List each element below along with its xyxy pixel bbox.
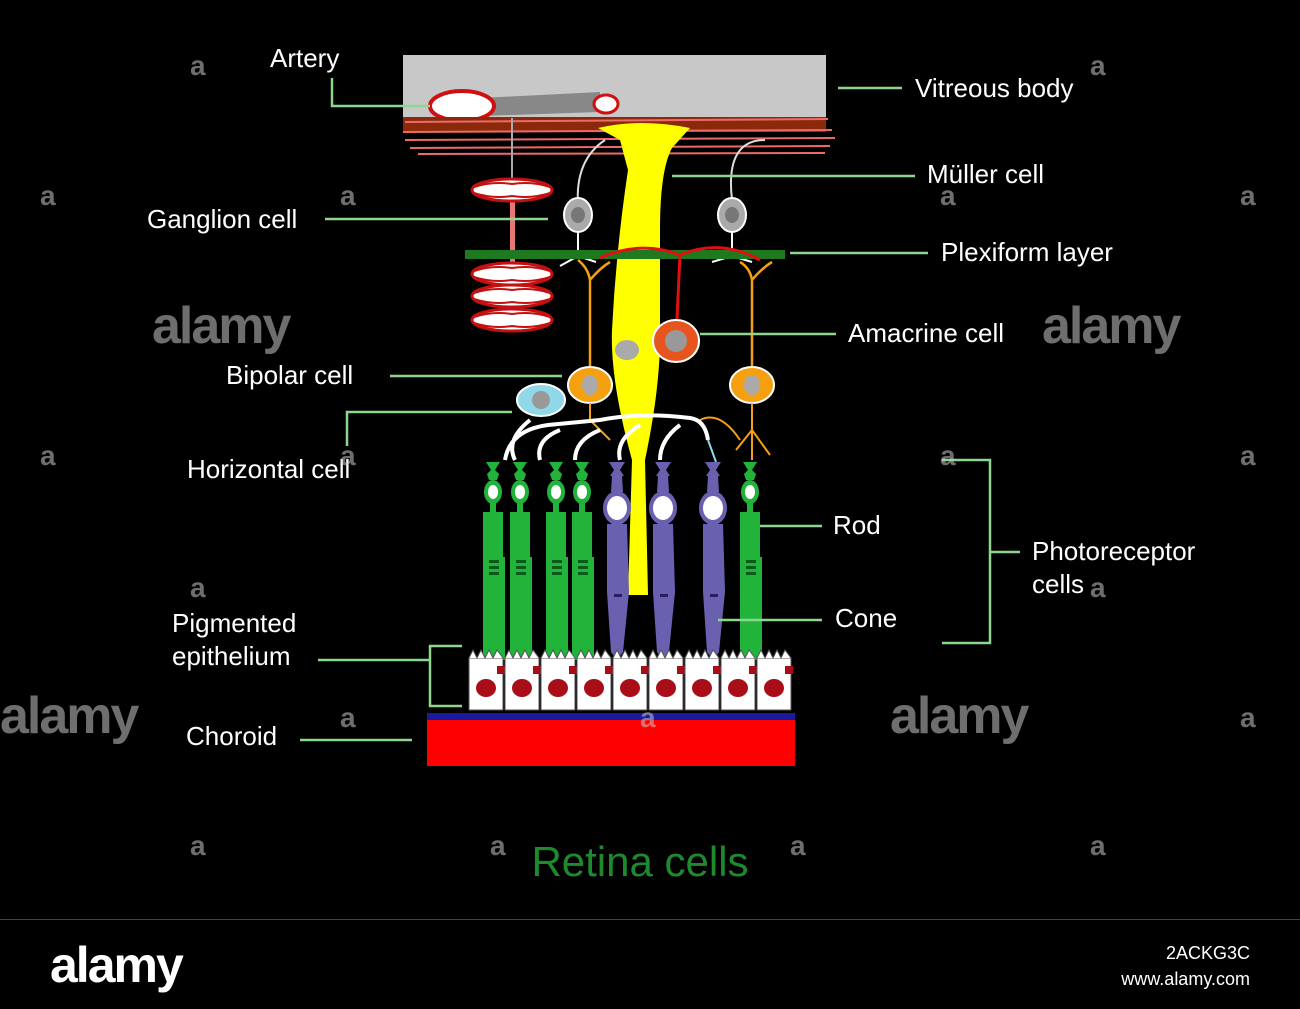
horizontal-processes <box>503 413 710 461</box>
watermark-mark: a <box>40 440 56 471</box>
watermark-mark: a <box>190 830 206 861</box>
watermark-mark: a <box>190 50 206 81</box>
watermark-mark: a <box>640 702 656 733</box>
label-choroid: Choroid <box>186 721 278 751</box>
watermark-mark: a <box>1240 440 1256 471</box>
watermark-mark: a <box>340 702 356 733</box>
watermark-mark: a <box>1090 50 1106 81</box>
watermark-mark: a <box>490 830 506 861</box>
diagram-title: Retina cells <box>531 838 749 885</box>
artery <box>428 89 496 123</box>
cone-3 <box>699 462 727 660</box>
label-amacrine-cell: Amacrine cell <box>848 318 1005 348</box>
rod-5 <box>740 462 762 660</box>
watermark-mark: a <box>940 440 956 471</box>
watermark: alamy <box>152 297 291 355</box>
label-artery: Artery <box>270 43 340 73</box>
footer-image-info: 2ACKG3C www.alamy.com <box>1121 940 1250 992</box>
rod-1 <box>483 462 505 660</box>
label-horizontal-cell: Horizontal cell <box>187 454 351 484</box>
leader-lines <box>300 78 1020 742</box>
bruch-membrane <box>427 713 795 720</box>
rod-2 <box>510 462 532 660</box>
plexiform-layer <box>465 250 785 259</box>
label-vitreous-body: Vitreous body <box>915 73 1074 103</box>
watermark: alamy <box>0 687 139 745</box>
watermark-mark: a <box>790 50 806 81</box>
retina-illustration <box>300 55 1020 766</box>
watermark-mark: a <box>790 830 806 861</box>
footer-logo: alamy <box>50 937 184 993</box>
footer-bar <box>0 919 1300 1009</box>
label-photoreceptor-cells-1: Photoreceptor <box>1032 536 1196 566</box>
label-pigmented-epithelium-2: epithelium <box>172 641 291 671</box>
watermark-mark: a <box>340 440 356 471</box>
cone-1 <box>603 462 631 660</box>
watermark-mark: a <box>340 180 356 211</box>
watermark-mark: a <box>190 572 206 603</box>
label-muller-cell: Müller cell <box>927 159 1045 189</box>
watermark-mark: a <box>40 180 56 211</box>
footer-url: www.alamy.com <box>1121 969 1250 989</box>
watermark-mark: a <box>1090 830 1106 861</box>
label-ganglion-cell: Ganglion cell <box>147 204 298 234</box>
watermark: alamy <box>1042 297 1181 355</box>
label-cone: Cone <box>835 603 898 633</box>
watermark: alamy <box>890 687 1029 745</box>
rod-4 <box>572 462 594 660</box>
artery-vessel <box>480 92 600 116</box>
choroid <box>427 720 795 766</box>
label-bipolar-cell: Bipolar cell <box>226 360 354 390</box>
watermark-mark: a <box>1240 180 1256 211</box>
rod-3 <box>546 462 568 660</box>
footer-image-id: 2ACKG3C <box>1165 943 1250 963</box>
label-pigmented-epithelium-1: Pigmented <box>172 608 297 638</box>
muller-cell <box>598 123 690 595</box>
watermark-mark: a <box>1090 572 1106 603</box>
cone-2 <box>649 462 677 660</box>
watermark-mark: a <box>940 180 956 211</box>
label-rod: Rod <box>833 510 881 540</box>
watermark-mark: a <box>1240 702 1256 733</box>
label-plexiform-layer: Plexiform layer <box>941 237 1113 267</box>
pigmented-epithelium <box>468 649 794 711</box>
label-photoreceptor-cells-2: cells <box>1032 569 1085 599</box>
